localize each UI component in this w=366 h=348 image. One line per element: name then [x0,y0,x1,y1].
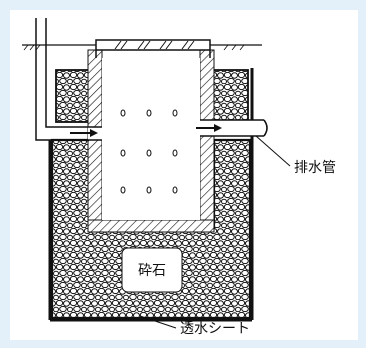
right-wall [199,49,215,231]
drain-pipe-label: 排水管 [294,160,336,176]
bottom-slab [87,219,215,233]
gravel-label: 砕石 [138,263,166,279]
ground-surface [22,44,262,51]
permeable-sheet-leader [139,315,177,329]
pit-interior [102,58,200,220]
grate-lid [95,39,211,58]
permeable-sheet-label: 透水シート [180,321,250,337]
gravel-upper-left [55,69,93,123]
gravel-upper-right [211,69,249,123]
perforation-holes [120,109,178,194]
gravel-label-box [121,247,183,293]
drain-pipe-leader [255,135,291,167]
drain-pipe [196,119,268,137]
inlet-arrow [70,126,102,141]
